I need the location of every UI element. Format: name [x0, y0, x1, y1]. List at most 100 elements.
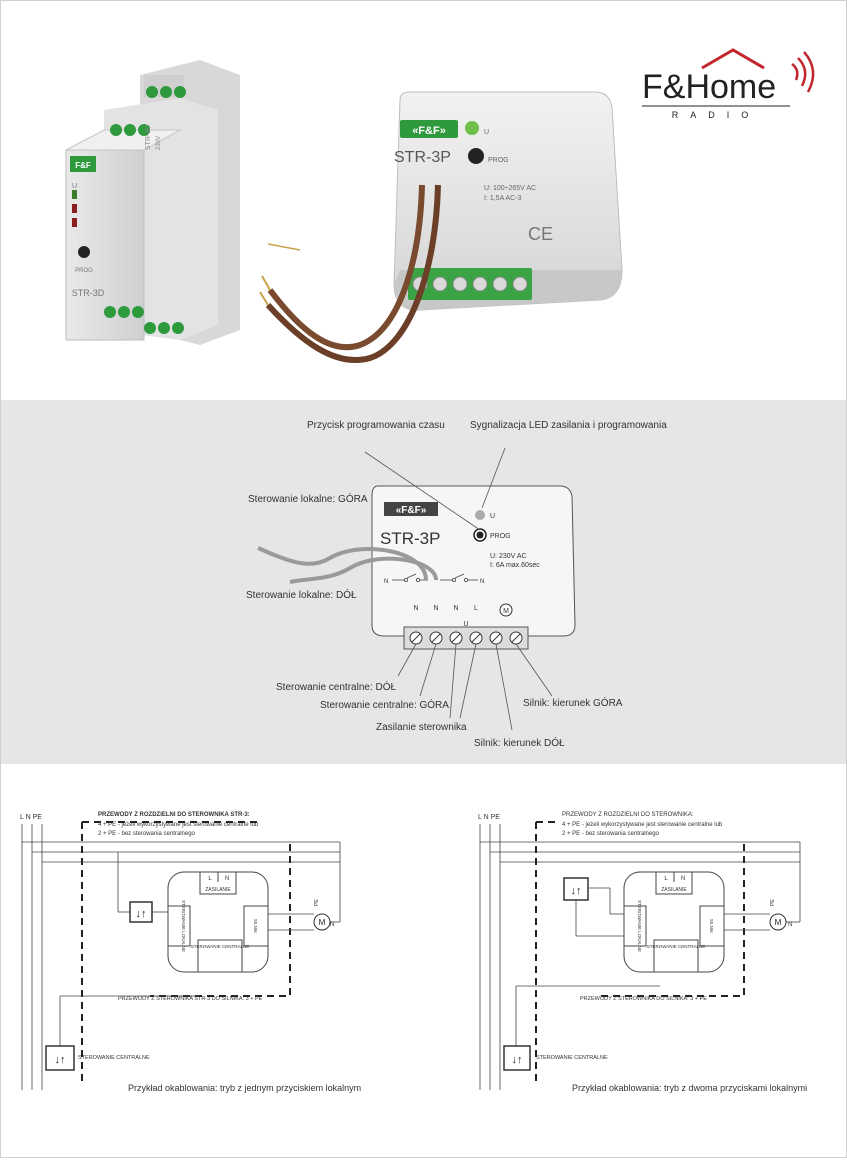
right-caption: Przykład okablowania: tryb z dwoma przyc… [572, 1083, 807, 1093]
svg-text:N: N [330, 922, 334, 928]
din-led-green [72, 190, 77, 199]
flush-model-label: STR-3P [394, 149, 451, 166]
left-header-1: PRZEWODY Z ROZDZIELNI DO STEROWNIKA STR-… [98, 812, 250, 818]
svg-text:«F&F»: «F&F» [396, 505, 427, 516]
flush-ce-mark: CE [528, 224, 553, 244]
schematic-spec1: U: 230V AC [490, 553, 527, 560]
svg-text:PE: PE [770, 899, 776, 906]
flush-lead-1 [267, 184, 425, 351]
left-header-2: 4 + PE - jeżeli wykorzystywane jest ster… [98, 822, 259, 828]
flush-terminal-block [408, 268, 532, 300]
din-prog-label: PROG [75, 268, 93, 274]
schematic-spec2: I: 6A max.60sec [490, 562, 540, 569]
right-header-1: PRZEWODY Z ROZDZIELNI DO STEROWNIKA: [562, 812, 694, 818]
wiring-diagrams: L N PE PRZEWODY Z ROZDZIELNI DO STEROWNI… [20, 812, 807, 1093]
right-central-button [503, 1045, 531, 1071]
right-lokalne-label: STEROWANIE LOKALNE [637, 900, 642, 952]
right-central-label: STEROWANIE CENTRALNE [536, 1055, 608, 1061]
right-header-3: 2 + PE - bez sterowania centralnego [562, 831, 660, 837]
svg-text:«F&F»: «F&F» [412, 125, 446, 137]
svg-text:L: L [208, 876, 212, 882]
schematic-model: STR-3P [380, 529, 440, 548]
schematic-wire-dol [289, 556, 438, 584]
din-prog-button [78, 246, 90, 258]
svg-text:N: N [225, 876, 229, 882]
wiring-diagram-left: L N PE PRZEWODY Z ROZDZIELNI DO STEROWNI… [20, 812, 361, 1093]
din-side-model: STR-3D [145, 125, 152, 150]
product-photo-panel: F&F U PROG STR-3D STR-3D 230V «F&F» STR-… [0, 0, 847, 400]
din-module-str3d: F&F U PROG STR-3D STR-3D 230V [65, 60, 240, 345]
svg-text:M: M [319, 918, 326, 927]
flush-spec2: I: 1,5A AC-3 [484, 195, 521, 202]
wiring-diagrams-panel: L N PE PRZEWODY Z ROZDZIELNI DO STEROWNI… [0, 764, 847, 1158]
left-silnik-label: SILNIK [253, 919, 258, 933]
din-ff-badge [70, 156, 96, 172]
din-u-label: U [72, 183, 77, 190]
logo-roof-icon [701, 48, 765, 70]
callout-power: Zasilanie sterownika [376, 722, 467, 733]
left-lokalne-label: STEROWANIE LOKALNE [181, 900, 186, 952]
left-centralne-label: STEROWANIE CENTRALNE [191, 944, 250, 949]
din-side-voltage: 230V [156, 136, 162, 150]
right-silnik-label: SILNIK [709, 919, 714, 933]
svg-text:PE: PE [314, 899, 320, 906]
callout-motor-down: Silnik: kierunek DÓŁ [474, 736, 565, 749]
logo-sub: RADIO [672, 110, 761, 120]
svg-text:N: N [788, 922, 792, 928]
right-centralne-label: STEROWANIE CENTRALNE [647, 944, 706, 949]
right-motor-wires-label: PRZEWODY Z STEROWNIKA DO SILNIKA: 3 + PE [580, 996, 707, 1002]
right-header-2: 4 + PE - jeżeli wykorzystywane jest ster… [562, 822, 723, 828]
svg-text:↓↑: ↓↑ [136, 908, 147, 920]
right-zasilanie-label: ZASILANIE [661, 887, 687, 893]
svg-text:N: N [480, 579, 484, 585]
callout-led: Sygnalizacja LED zasilania i programowan… [470, 420, 667, 431]
svg-text:↓↑: ↓↑ [571, 885, 582, 897]
flush-module-str3p: «F&F» STR-3P U PROG U: 100÷265V AC I: 1,… [259, 91, 623, 363]
callout-motor-up: Silnik: kierunek GÓRA [523, 696, 623, 709]
callout-central-up: Sterowanie centralne: GÓRA [320, 698, 449, 711]
flush-led-u [465, 121, 479, 135]
din-led-red-2 [72, 218, 77, 227]
left-caption: Przykład okablowania: tryb z jednym przy… [128, 1083, 361, 1093]
svg-text:N: N [433, 605, 438, 612]
flush-prog-button [468, 148, 484, 164]
din-led-red-1 [72, 204, 77, 213]
callout-prog-button: Przycisk programowania czasu [307, 420, 445, 431]
svg-text:F&F: F&F [75, 161, 91, 170]
left-motor-wires-label: PRZEWODY Z STEROWNIKA STR-3 DO SILNIKA: … [118, 996, 263, 1002]
schematic-prog-label: PROG [490, 533, 511, 540]
schematic-ff-badge [384, 502, 438, 516]
svg-text:L: L [664, 876, 668, 882]
terminal-schematic: «F&F» STR-3P U PROG U: 230V AC I: 6A max… [246, 420, 667, 749]
svg-text:U: U [490, 513, 495, 520]
left-bus-labels: L N PE [20, 814, 42, 821]
callout-local-down: Sterowanie lokalne: DÓŁ [246, 588, 357, 601]
left-central-label: STEROWANIE CENTRALNE [78, 1055, 150, 1061]
flush-spec1: U: 100÷265V AC [484, 185, 536, 192]
svg-text:N: N [413, 605, 418, 612]
left-central-button [45, 1045, 75, 1071]
callout-central-down: Sterowanie centralne: DÓŁ [276, 680, 397, 693]
svg-text:M: M [775, 918, 782, 927]
din-model-label: STR-3D [72, 288, 105, 298]
svg-text:N: N [384, 579, 388, 585]
schematic-local-switches [392, 573, 478, 582]
svg-text:L: L [474, 605, 478, 612]
fhome-radio-logo: F&Home RADIO [642, 48, 815, 120]
flush-lead-2 [265, 184, 441, 363]
flush-prog-label: PROG [488, 157, 509, 164]
left-zasilanie-label: ZASILANIE [205, 887, 231, 893]
schematic-led [475, 510, 485, 520]
callout-local-up: Sterowanie lokalne: GÓRA [248, 492, 368, 505]
terminal-schematic-panel: «F&F» STR-3P U PROG U: 230V AC I: 6A max… [0, 400, 847, 764]
right-bus-labels: L N PE [478, 814, 500, 821]
schematic-motor-icon [499, 603, 513, 617]
flush-ff-badge [400, 120, 458, 138]
svg-text:↓↑: ↓↑ [55, 1054, 66, 1066]
svg-text:↓↑: ↓↑ [512, 1054, 523, 1066]
svg-text:N: N [681, 876, 685, 882]
logo-signal-icon [791, 63, 799, 81]
schematic-device-outline [371, 485, 576, 637]
logo-text: F&Home [642, 68, 776, 106]
product-photos: F&F U PROG STR-3D STR-3D 230V «F&F» STR-… [65, 48, 815, 363]
